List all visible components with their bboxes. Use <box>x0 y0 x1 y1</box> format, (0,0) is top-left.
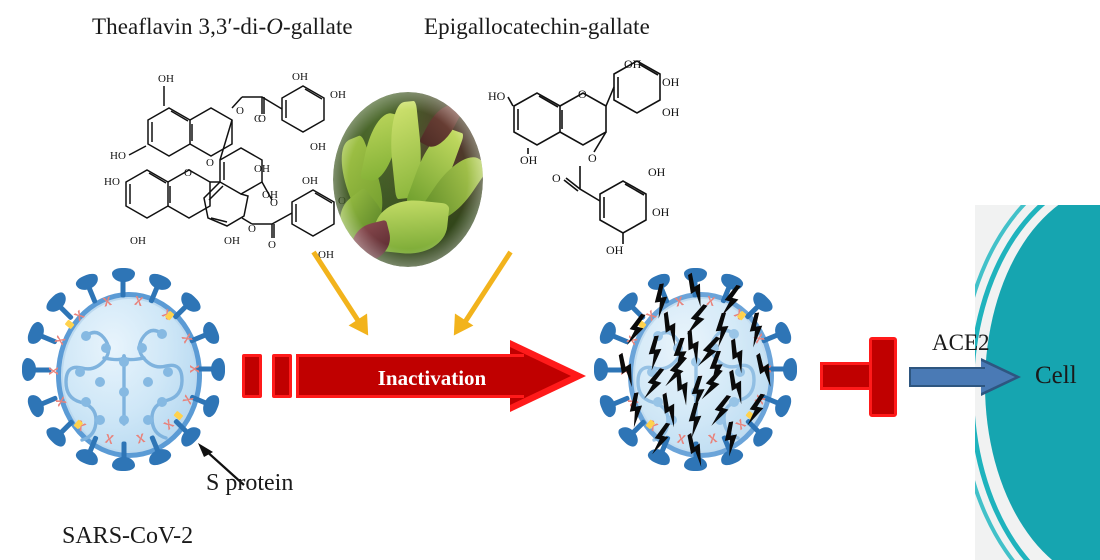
spike-head <box>684 268 707 281</box>
reaction-dash-1 <box>242 354 262 398</box>
spike-head <box>211 358 225 380</box>
chem-label-ho-2: HO <box>104 176 120 188</box>
s-protein-label: S protein <box>206 470 294 496</box>
chem-label-o: O <box>206 157 214 169</box>
ace2-label: ACE2 <box>932 330 990 355</box>
spike-head <box>594 358 608 380</box>
chem-label-o-3: O <box>270 197 278 209</box>
arrow-body <box>909 367 985 387</box>
chem-label-oh-6: OH <box>292 71 308 83</box>
theaflavin-title-pre: Theaflavin 3,3′-di- <box>92 14 267 39</box>
chem-label-o-2: O <box>184 167 192 179</box>
s-protein-pointer <box>198 443 245 486</box>
tea-leaves-photo <box>333 92 483 267</box>
yellow-arrow-right <box>444 250 598 342</box>
ace2-entry-arrow <box>909 358 1021 396</box>
chem-label-oh-2: OH <box>624 57 642 71</box>
spike-head <box>684 457 707 470</box>
chem-label-oh-4: OH <box>662 105 680 119</box>
chem-label-o: O <box>578 87 587 101</box>
chem-label-o-6: O <box>248 223 256 235</box>
chem-label-o-4: O <box>236 105 244 117</box>
chem-label-ho: HO <box>110 150 126 162</box>
chem-label-oh: OH <box>158 73 174 85</box>
chem-label-oh-3: OH <box>254 163 270 175</box>
chem-label-oh-2: OH <box>130 235 146 247</box>
spike-stem <box>121 279 126 297</box>
chem-label-oh-5: OH <box>224 235 240 247</box>
viral-rna-genome <box>64 328 184 442</box>
theaflavin-structure: OH HO O HO O OH OH OH OH O O C O OH OH O… <box>104 71 346 261</box>
egcg-structure: HO O OH OH OH OH O O OH OH OH <box>488 57 680 257</box>
chem-label-oh-4: OH <box>262 189 278 201</box>
chem-label-oh-6: OH <box>652 205 670 219</box>
virus-name-label: SARS-CoV-2 <box>62 523 194 549</box>
spike-head <box>22 358 36 380</box>
chem-label-oh: OH <box>520 153 538 167</box>
inhibition-bar-vertical <box>869 337 897 417</box>
chem-label-o-7: O <box>268 239 276 251</box>
theaflavin-title: Theaflavin 3,3′-di-O-gallate <box>92 14 353 40</box>
host-cell-panel <box>975 205 1100 560</box>
spike-stem <box>121 441 126 459</box>
chem-label-oh-3: OH <box>662 75 680 89</box>
yellow-arrow-left <box>311 250 401 342</box>
inactivated-virion <box>594 262 797 477</box>
theaflavin-title-post: -gallate <box>282 14 353 39</box>
chem-label-oh-5: OH <box>648 165 666 179</box>
arrow-head-fill <box>981 361 1015 393</box>
egcg-title: Epigallocatechin-gallate <box>424 14 650 39</box>
chem-label-oh-9: OH <box>302 175 318 187</box>
cell-label: Cell <box>1035 362 1077 389</box>
inactivation-label: Inactivation <box>377 366 487 390</box>
chem-label-o-5: O <box>258 113 266 125</box>
chem-label-oh-7: OH <box>606 243 624 257</box>
chem-label-ho: HO <box>488 89 506 103</box>
chem-label-oh-8: OH <box>310 141 326 153</box>
spike-head <box>112 457 135 470</box>
spike-head <box>112 268 135 281</box>
chem-label-o-3: O <box>552 171 561 185</box>
spike-head <box>783 358 797 380</box>
chem-label-o-2: O <box>588 151 597 165</box>
chem-label-oh-11: OH <box>318 249 334 261</box>
sars-cov-2-virion <box>22 262 225 477</box>
inactivation-arrow: Inactivation <box>296 340 586 412</box>
spike-stem <box>33 366 52 372</box>
spike-stem <box>605 366 624 372</box>
theaflavin-title-italic-o: O <box>266 14 283 39</box>
chem-label-c: C <box>254 113 261 125</box>
arrow-body <box>296 354 524 398</box>
reaction-dash-2 <box>272 354 292 398</box>
